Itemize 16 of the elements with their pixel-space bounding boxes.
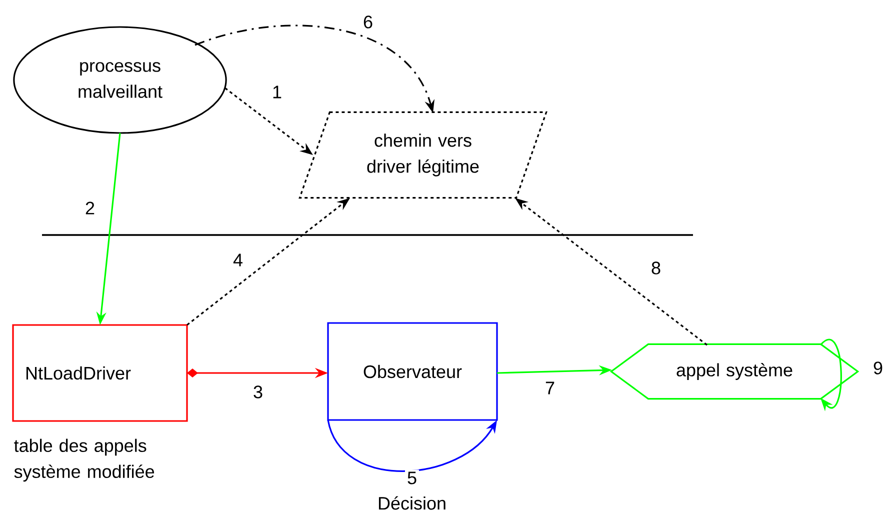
caption-text: table des appels système modifiée [14,438,154,482]
edge-label: 2 [83,200,97,216]
edge-label: 1 [270,84,284,100]
arrow [820,339,842,412]
observer-box: Observateur [327,322,498,421]
parallelogram-box: chemin vers driver légitime [298,111,548,199]
edge-label: 8 [649,260,663,276]
edge-label: 3 [251,384,265,400]
edge-label: 5 [405,470,419,486]
decision-label: Décision [378,496,446,510]
edge-label: 9 [871,360,886,376]
edge-label: 4 [231,252,245,268]
edge-label: 7 [543,380,557,396]
arrow [327,420,497,472]
edge-label: 6 [361,14,375,30]
process-box: NtLoadDriver [12,324,188,422]
